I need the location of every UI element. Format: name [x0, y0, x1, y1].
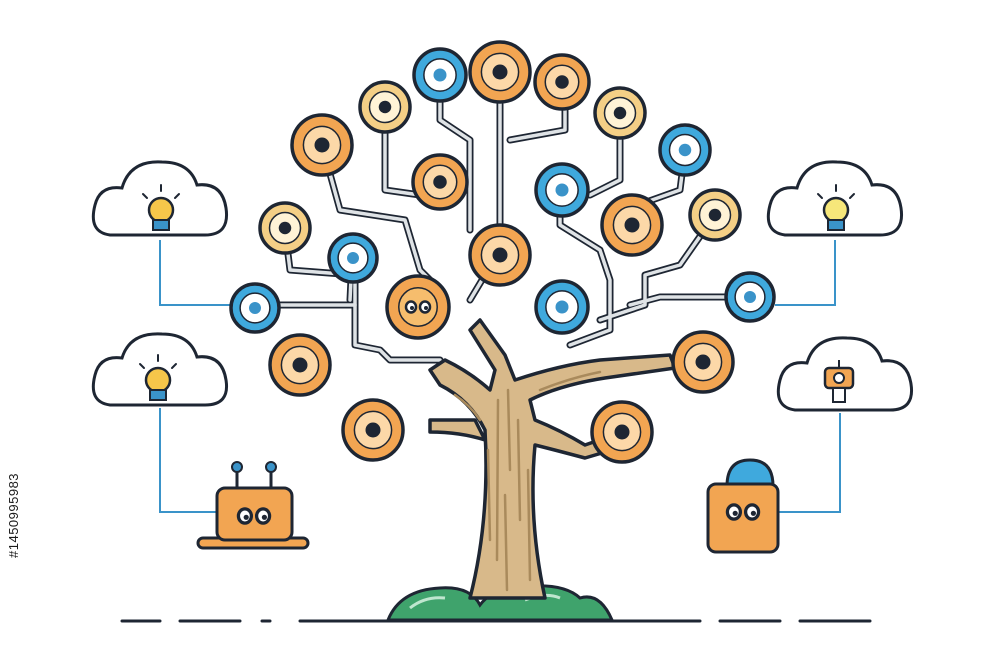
- node-ghost-icon: [258, 201, 312, 255]
- cloud-bulb-middle-left: [91, 332, 229, 407]
- node-bees-icon: [468, 223, 532, 287]
- lightbulb-icon: [142, 184, 180, 231]
- node-box-icon: [341, 398, 405, 462]
- node-bottle-icon: [327, 232, 379, 284]
- tree-nodes: [229, 40, 776, 464]
- cloud-bulb-top-right: [766, 160, 904, 237]
- lightbulb-icon: [139, 354, 177, 401]
- node-gear-bug-icon: [290, 113, 354, 177]
- node-target-icon: [411, 153, 469, 211]
- node-keyhole-icon: [534, 279, 590, 335]
- node-tulip-icon: [688, 188, 742, 242]
- node-key-icon: [358, 80, 412, 134]
- cloud-connectors: [159, 240, 841, 513]
- robot-left: [196, 461, 310, 550]
- circuit-branches: [251, 66, 754, 364]
- node-cog-icon: [590, 400, 654, 464]
- node-bulb-blue-icon: [724, 271, 776, 323]
- mini-robot-icon: [823, 360, 855, 403]
- node-chess-piece-icon: [412, 47, 468, 103]
- grass-mounds: [385, 584, 615, 622]
- lightbulb-icon: [817, 184, 855, 231]
- tree-trunk: [428, 318, 677, 600]
- cloud-robot-middle-right: [776, 336, 914, 412]
- node-compass-icon: [533, 53, 591, 111]
- node-chess-rook-icon: [229, 282, 281, 334]
- robot-right: [706, 458, 780, 554]
- node-fan-icon: [600, 193, 664, 257]
- trunk-grain: [453, 370, 602, 592]
- node-eye-icon: [671, 330, 735, 394]
- stock-id-watermark: #1450995983: [6, 472, 21, 558]
- node-smile-icon: [468, 40, 532, 104]
- node-robot-face-icon: [385, 274, 451, 340]
- node-signpost-icon: [658, 123, 712, 177]
- node-pill-icon: [534, 162, 590, 218]
- node-puzzle-icon: [593, 86, 647, 140]
- cloud-bulb-top-left: [91, 160, 229, 237]
- node-case-icon: [268, 333, 332, 397]
